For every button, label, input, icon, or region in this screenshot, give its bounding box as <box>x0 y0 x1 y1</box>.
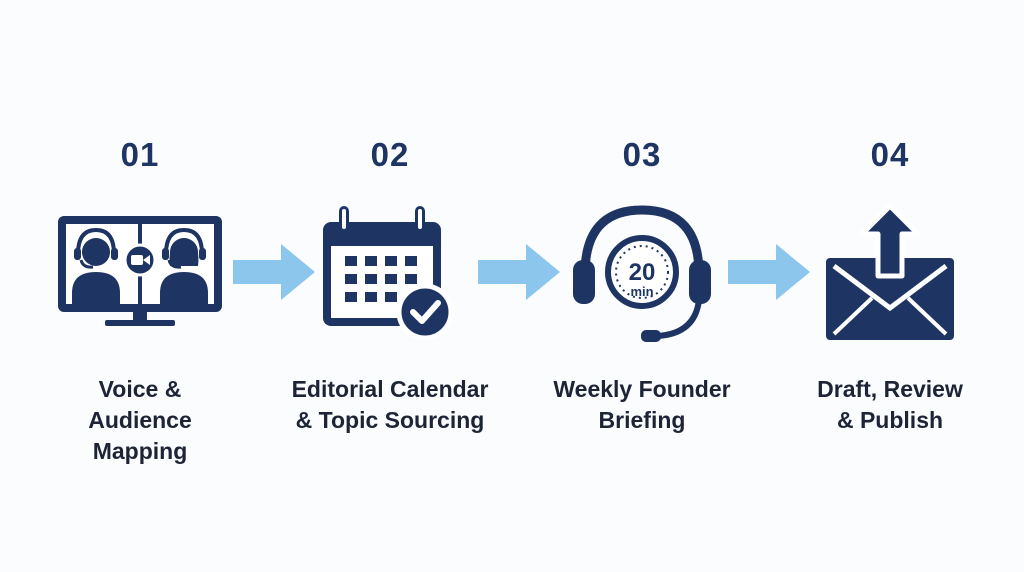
step-label: Editorial Calendar & Topic Sourcing <box>291 376 489 433</box>
headset-timer-icon: 20 min <box>567 200 717 355</box>
step-number: 04 <box>870 136 910 173</box>
step-number: 01 <box>120 136 160 173</box>
step-label: Draft, Review & Publish <box>817 376 963 433</box>
calendar-check-icon <box>315 200 465 345</box>
step-number: 02 <box>370 136 410 173</box>
timer-value: 20 <box>629 259 656 286</box>
envelope-upload-icon <box>820 200 960 350</box>
step-label: Voice & Audience Mapping <box>88 376 192 464</box>
step-number: 03 <box>622 136 662 173</box>
timer-unit: min <box>630 284 653 299</box>
step-label: Weekly Founder Briefing <box>553 376 731 433</box>
arrow-right-icon <box>728 244 810 305</box>
video-call-icon <box>55 200 225 345</box>
arrow-right-icon <box>233 244 315 305</box>
arrow-right-icon <box>478 244 560 305</box>
